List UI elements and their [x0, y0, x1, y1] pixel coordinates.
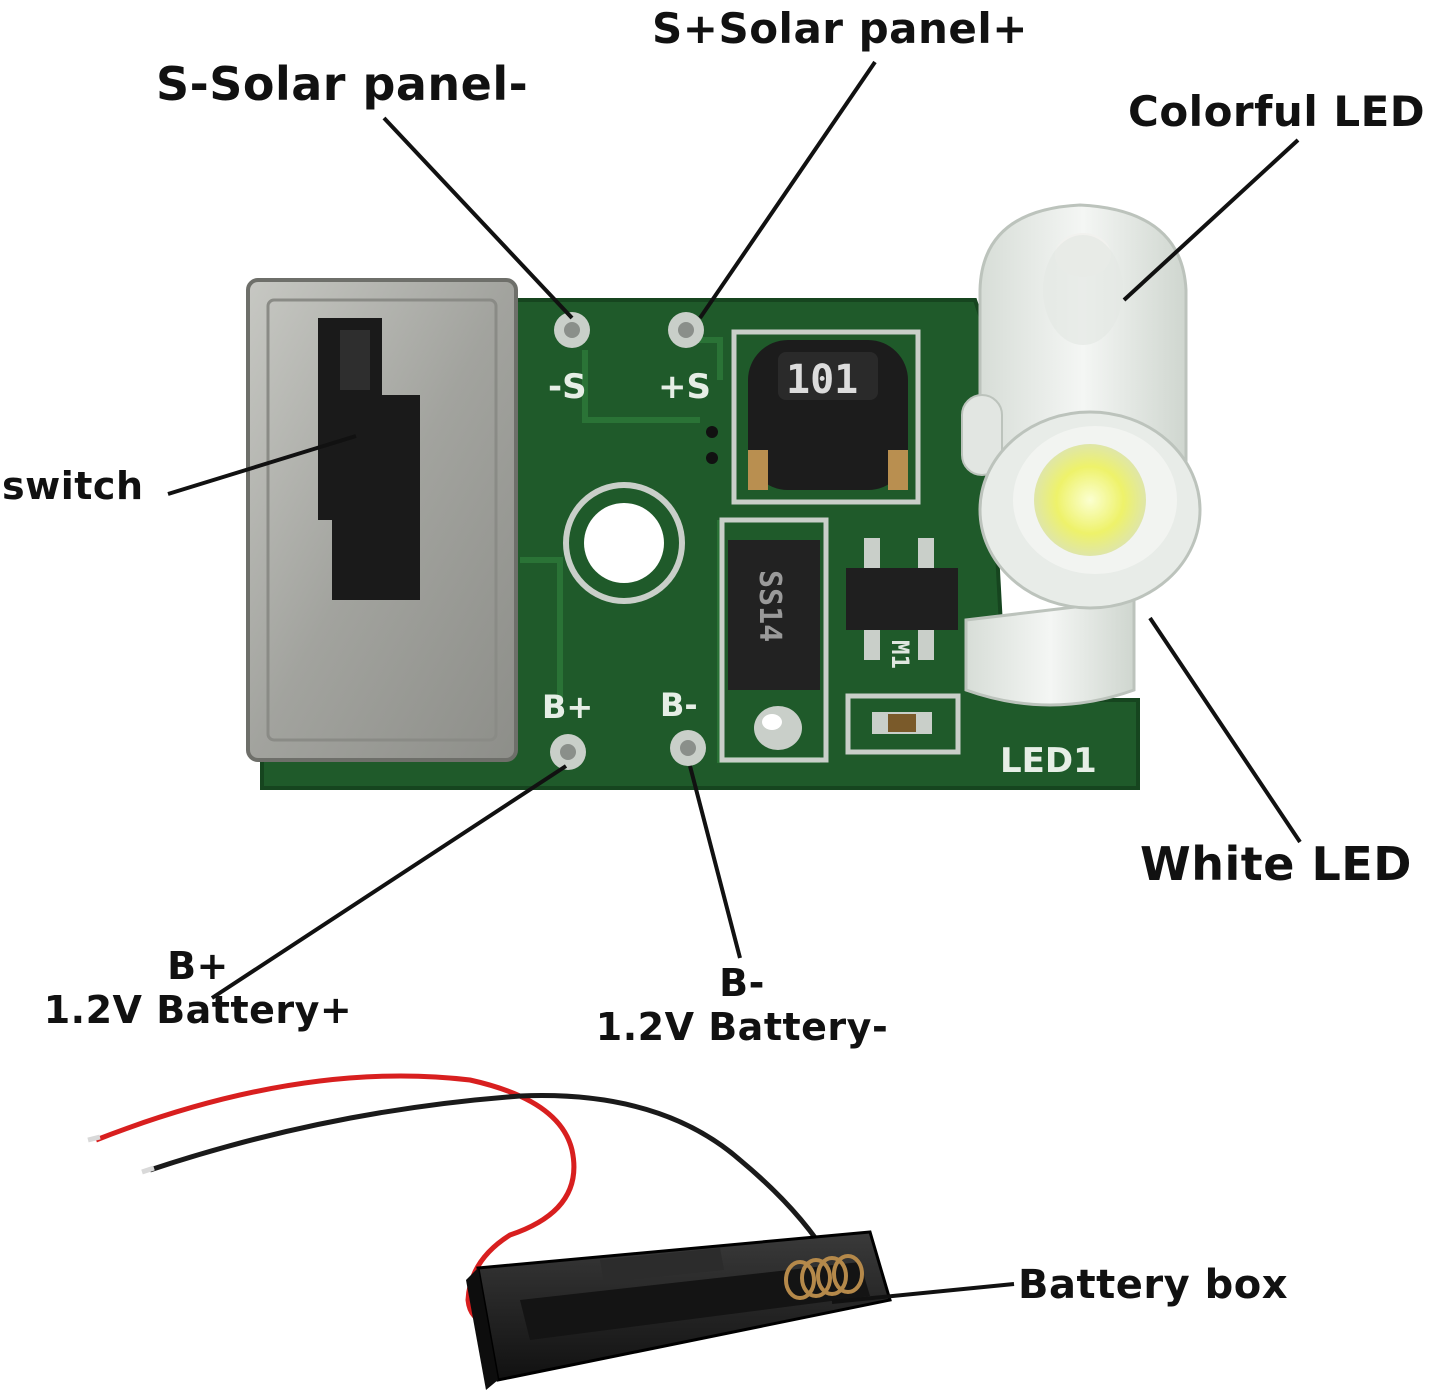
leader-colorful-led	[1122, 138, 1300, 302]
label-solar-plus: S+Solar panel+	[652, 4, 1028, 53]
label-solar-minus: S-Solar panel-	[156, 57, 529, 111]
label-battery-box: Battery box	[1018, 1262, 1288, 1308]
colorful-led	[961, 203, 1188, 476]
label-battery-minus-desc: 1.2V Battery-	[595, 1004, 889, 1049]
silk-b-minus: B-	[660, 686, 698, 724]
white-led-lens	[1034, 444, 1146, 556]
white-led	[964, 410, 1202, 707]
transistor-marking: M1	[886, 640, 914, 669]
leader-lines	[167, 60, 1302, 1304]
battery-spring	[784, 1254, 864, 1300]
pcb-trace	[582, 350, 700, 423]
label-white-led: White LED	[1140, 837, 1412, 891]
black-wire	[149, 1093, 833, 1262]
inductor: 101	[731, 329, 921, 505]
label-battery-plus-desc: 1.2V Battery+	[43, 987, 353, 1032]
transistor: M1	[846, 538, 958, 669]
leader-solar-plus	[698, 60, 877, 320]
silk-led1: LED1	[1000, 741, 1097, 781]
smd-resistor	[845, 693, 961, 755]
mounting-hole-ring	[563, 482, 685, 604]
pcb-trace	[520, 557, 563, 700]
silkscreen: -S +S B+ B- LED1	[542, 367, 1097, 781]
silk-plus-s: +S	[658, 367, 711, 407]
solder-pads	[550, 312, 718, 770]
label-colorful-led: Colorful LED	[1128, 87, 1426, 136]
transistor-body	[846, 568, 958, 630]
mounting-hole	[584, 503, 664, 583]
diode-body	[728, 540, 820, 690]
leader-battery-minus	[688, 765, 742, 959]
label-battery-minus: B- 1.2V Battery-	[582, 961, 902, 1049]
battery-box	[466, 1230, 892, 1390]
leader-switch	[167, 434, 357, 496]
label-battery-minus-pin: B-	[719, 961, 765, 1005]
leader-battery-box	[831, 1282, 1015, 1304]
inductor-marking: 101	[786, 357, 858, 403]
label-battery-plus-pin: B+	[167, 944, 229, 988]
silk-b-plus: B+	[542, 688, 593, 726]
diode: SS14	[719, 517, 829, 763]
leader-solar-minus	[382, 116, 574, 320]
leader-battery-plus	[210, 764, 568, 1000]
leader-white-led	[1148, 616, 1302, 844]
silk-minus-s: -S	[548, 367, 587, 407]
diode-marking: SS14	[752, 570, 787, 642]
label-battery-plus: B+ 1.2V Battery+	[28, 944, 368, 1032]
slide-switch	[246, 278, 518, 762]
label-switch: switch	[2, 464, 144, 508]
